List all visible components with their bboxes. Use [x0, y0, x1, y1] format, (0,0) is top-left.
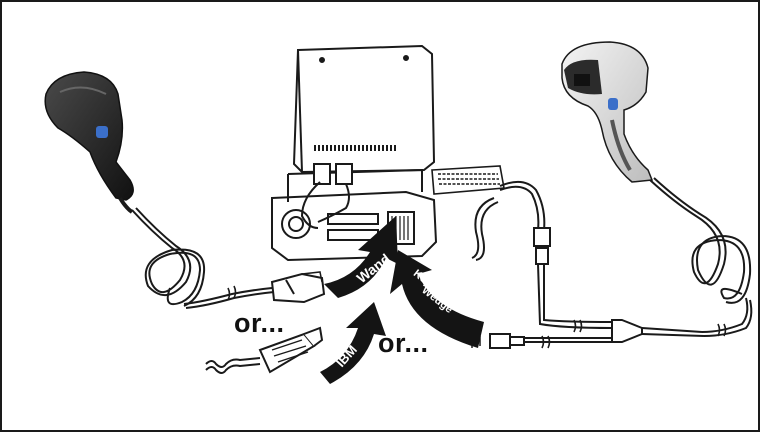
light-scanner-cable — [650, 178, 751, 336]
trigger-blue — [96, 126, 108, 138]
light-scanner — [562, 42, 652, 182]
dark-scanner-cable — [132, 208, 274, 308]
inline-connector — [534, 228, 550, 264]
y-cable — [472, 182, 704, 342]
trigger-blue-light — [608, 98, 618, 110]
dark-scanner — [45, 72, 133, 212]
ibm-arrow: IBM — [320, 302, 386, 384]
keyboard — [432, 166, 504, 194]
wand-connector — [272, 272, 324, 302]
or-label-middle: or... — [378, 328, 429, 359]
or-label-left: or... — [234, 308, 285, 339]
computer-terminal — [272, 46, 436, 260]
